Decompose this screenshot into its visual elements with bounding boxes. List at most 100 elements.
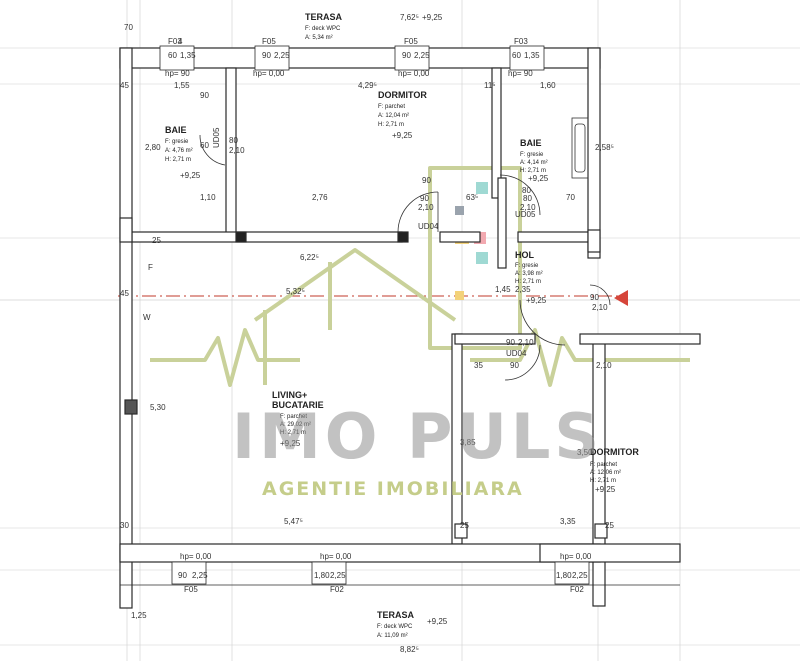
dormitor-right-area: A: 12,06 m² bbox=[590, 470, 621, 476]
window-width: 1,80 bbox=[556, 571, 572, 580]
dim-label: 30 bbox=[120, 521, 129, 530]
hol-height: H: 2,71 m bbox=[515, 279, 541, 285]
baie-left-name: BAIE bbox=[165, 125, 187, 135]
dim-label: 1,45 bbox=[495, 285, 511, 294]
dim-label: 2,10 bbox=[596, 361, 612, 370]
hp-label: hp= 0,00 bbox=[320, 552, 352, 561]
door-code: UD04 bbox=[506, 349, 527, 358]
baie-left-area: A: 4,76 m² bbox=[165, 148, 193, 154]
dim-label: 2,80 bbox=[145, 143, 161, 152]
terasa-top-level: +9,25 bbox=[422, 13, 443, 22]
terasa-bottom-dim: 8,82⁵ bbox=[400, 645, 419, 654]
dim-label: 1,10 bbox=[200, 193, 216, 202]
dim-label: 45 bbox=[120, 289, 129, 298]
baie-left-height: H: 2,71 m bbox=[165, 157, 191, 163]
window-width: 60 bbox=[168, 51, 177, 60]
dim-label: 3,50 bbox=[577, 448, 593, 457]
hol-area: A: 3,98 m² bbox=[515, 271, 543, 277]
door-width: 80 bbox=[229, 136, 238, 145]
window-width: 90 bbox=[262, 51, 271, 60]
dim-label: 5,47⁵ bbox=[284, 517, 303, 526]
dim-label: 1,55 bbox=[174, 81, 190, 90]
terasa-top-finish: F: deck WPC bbox=[305, 26, 341, 32]
dim-label: 2,35 bbox=[515, 285, 531, 294]
terasa-top-area: A: 5,34 m² bbox=[305, 35, 333, 41]
dim-label: 3,85 bbox=[460, 438, 476, 447]
living-level: +9,25 bbox=[280, 439, 301, 448]
hp-label: hp= 0,00 bbox=[560, 552, 592, 561]
window-width: 1,80 bbox=[314, 571, 330, 580]
hp-label: hp= 0,00 bbox=[398, 69, 430, 78]
dim-label: 35 bbox=[474, 361, 483, 370]
baie-right-name: BAIE bbox=[520, 138, 542, 148]
window-code: F05 bbox=[184, 585, 198, 594]
living-finish: F: parchet bbox=[280, 414, 307, 420]
dim-label: 90 bbox=[200, 91, 209, 100]
door-swings bbox=[199, 134, 611, 381]
door-code: UD05 bbox=[515, 210, 536, 219]
dormitor-top-finish: F: parchet bbox=[378, 104, 405, 110]
terasa-bottom-area: A: 11,09 m² bbox=[377, 633, 408, 639]
door-height: 2,10 bbox=[229, 146, 245, 155]
terasa-bottom-level: +9,25 bbox=[427, 617, 448, 626]
door-width: 90 bbox=[506, 338, 515, 347]
living-area: A: 29,02 m² bbox=[280, 422, 311, 428]
living-name-line1: LIVING+ bbox=[272, 390, 307, 400]
entry-marker-icon bbox=[614, 290, 628, 306]
dim-label: 1,60 bbox=[540, 81, 556, 90]
dormitor-top-height: H: 2,71 m bbox=[378, 122, 404, 128]
top-windows bbox=[159, 45, 545, 71]
window-code: F03 bbox=[168, 37, 182, 46]
baie-right-level: +9,25 bbox=[528, 174, 549, 183]
hol-name: HOL bbox=[515, 250, 535, 260]
door-height: 2,10 bbox=[518, 338, 534, 347]
window-height: 2,25 bbox=[192, 571, 208, 580]
door-height: 2,10 bbox=[592, 303, 608, 312]
bottom-windows bbox=[120, 561, 680, 586]
dormitor-top-area: A: 12,04 m² bbox=[378, 113, 409, 119]
dim-label: 25 bbox=[460, 521, 469, 530]
dim-label: 11⁵ bbox=[484, 81, 496, 90]
hp-label: hp= 0,00 bbox=[180, 552, 212, 561]
dim-label: 4 bbox=[178, 37, 183, 46]
dim-label: 70 bbox=[566, 193, 575, 202]
hp-label: hp= 90 bbox=[165, 69, 190, 78]
door-labels: UD05 80 2,10 90 2,10 UD04 80 2,10 UD05 9… bbox=[212, 127, 608, 358]
walls bbox=[119, 47, 701, 609]
door-height: 2,10 bbox=[520, 203, 536, 212]
door-width: 80 bbox=[523, 194, 532, 203]
window-height: 2,25 bbox=[274, 51, 290, 60]
dim-label: 5,32⁵ bbox=[286, 287, 305, 296]
top-window-labels: F03 60 1,35 F05 90 2,25 F05 90 2,25 F03 … bbox=[165, 37, 540, 78]
window-height: 2,25 bbox=[414, 51, 430, 60]
watermark-subtitle: AGENTIE IMOBILIARA bbox=[262, 478, 524, 500]
window-code: F03 bbox=[514, 37, 528, 46]
window-width: 60 bbox=[512, 51, 521, 60]
window-code: F05 bbox=[262, 37, 276, 46]
baie-right-height: H: 2,71 m bbox=[520, 168, 546, 174]
hp-label: hp= 0,00 bbox=[253, 69, 285, 78]
window-height: 2,25 bbox=[330, 571, 346, 580]
door-code: UD05 bbox=[212, 127, 221, 148]
dormitor-top-name: DORMITOR bbox=[378, 90, 427, 100]
living-height: H: 2,71 m bbox=[280, 430, 306, 436]
dim-label: 25 bbox=[152, 236, 161, 245]
dim-label: W bbox=[143, 313, 151, 322]
baie-right-area: A: 4,14 m² bbox=[520, 160, 548, 166]
baie-left-level: +9,25 bbox=[180, 171, 201, 180]
dormitor-right-finish: F: parchet bbox=[590, 462, 617, 468]
dim-label: 80 bbox=[522, 186, 531, 195]
terasa-top-name: TERASA bbox=[305, 12, 343, 22]
watermark-brand: IMO PULS bbox=[232, 400, 603, 473]
hol-level: +9,25 bbox=[526, 296, 547, 305]
living-name-line2: BUCATARIE bbox=[272, 400, 324, 410]
window-height: 2,25 bbox=[572, 571, 588, 580]
door-width: 90 bbox=[590, 293, 599, 302]
dormitor-top-level: +9,25 bbox=[392, 131, 413, 140]
door-height: 2,10 bbox=[418, 203, 434, 212]
dim-label: 3,35 bbox=[560, 517, 576, 526]
dormitor-right-name: DORMITOR bbox=[590, 447, 639, 457]
dim-label: 45 bbox=[120, 81, 129, 90]
door-width: 90 bbox=[420, 194, 429, 203]
